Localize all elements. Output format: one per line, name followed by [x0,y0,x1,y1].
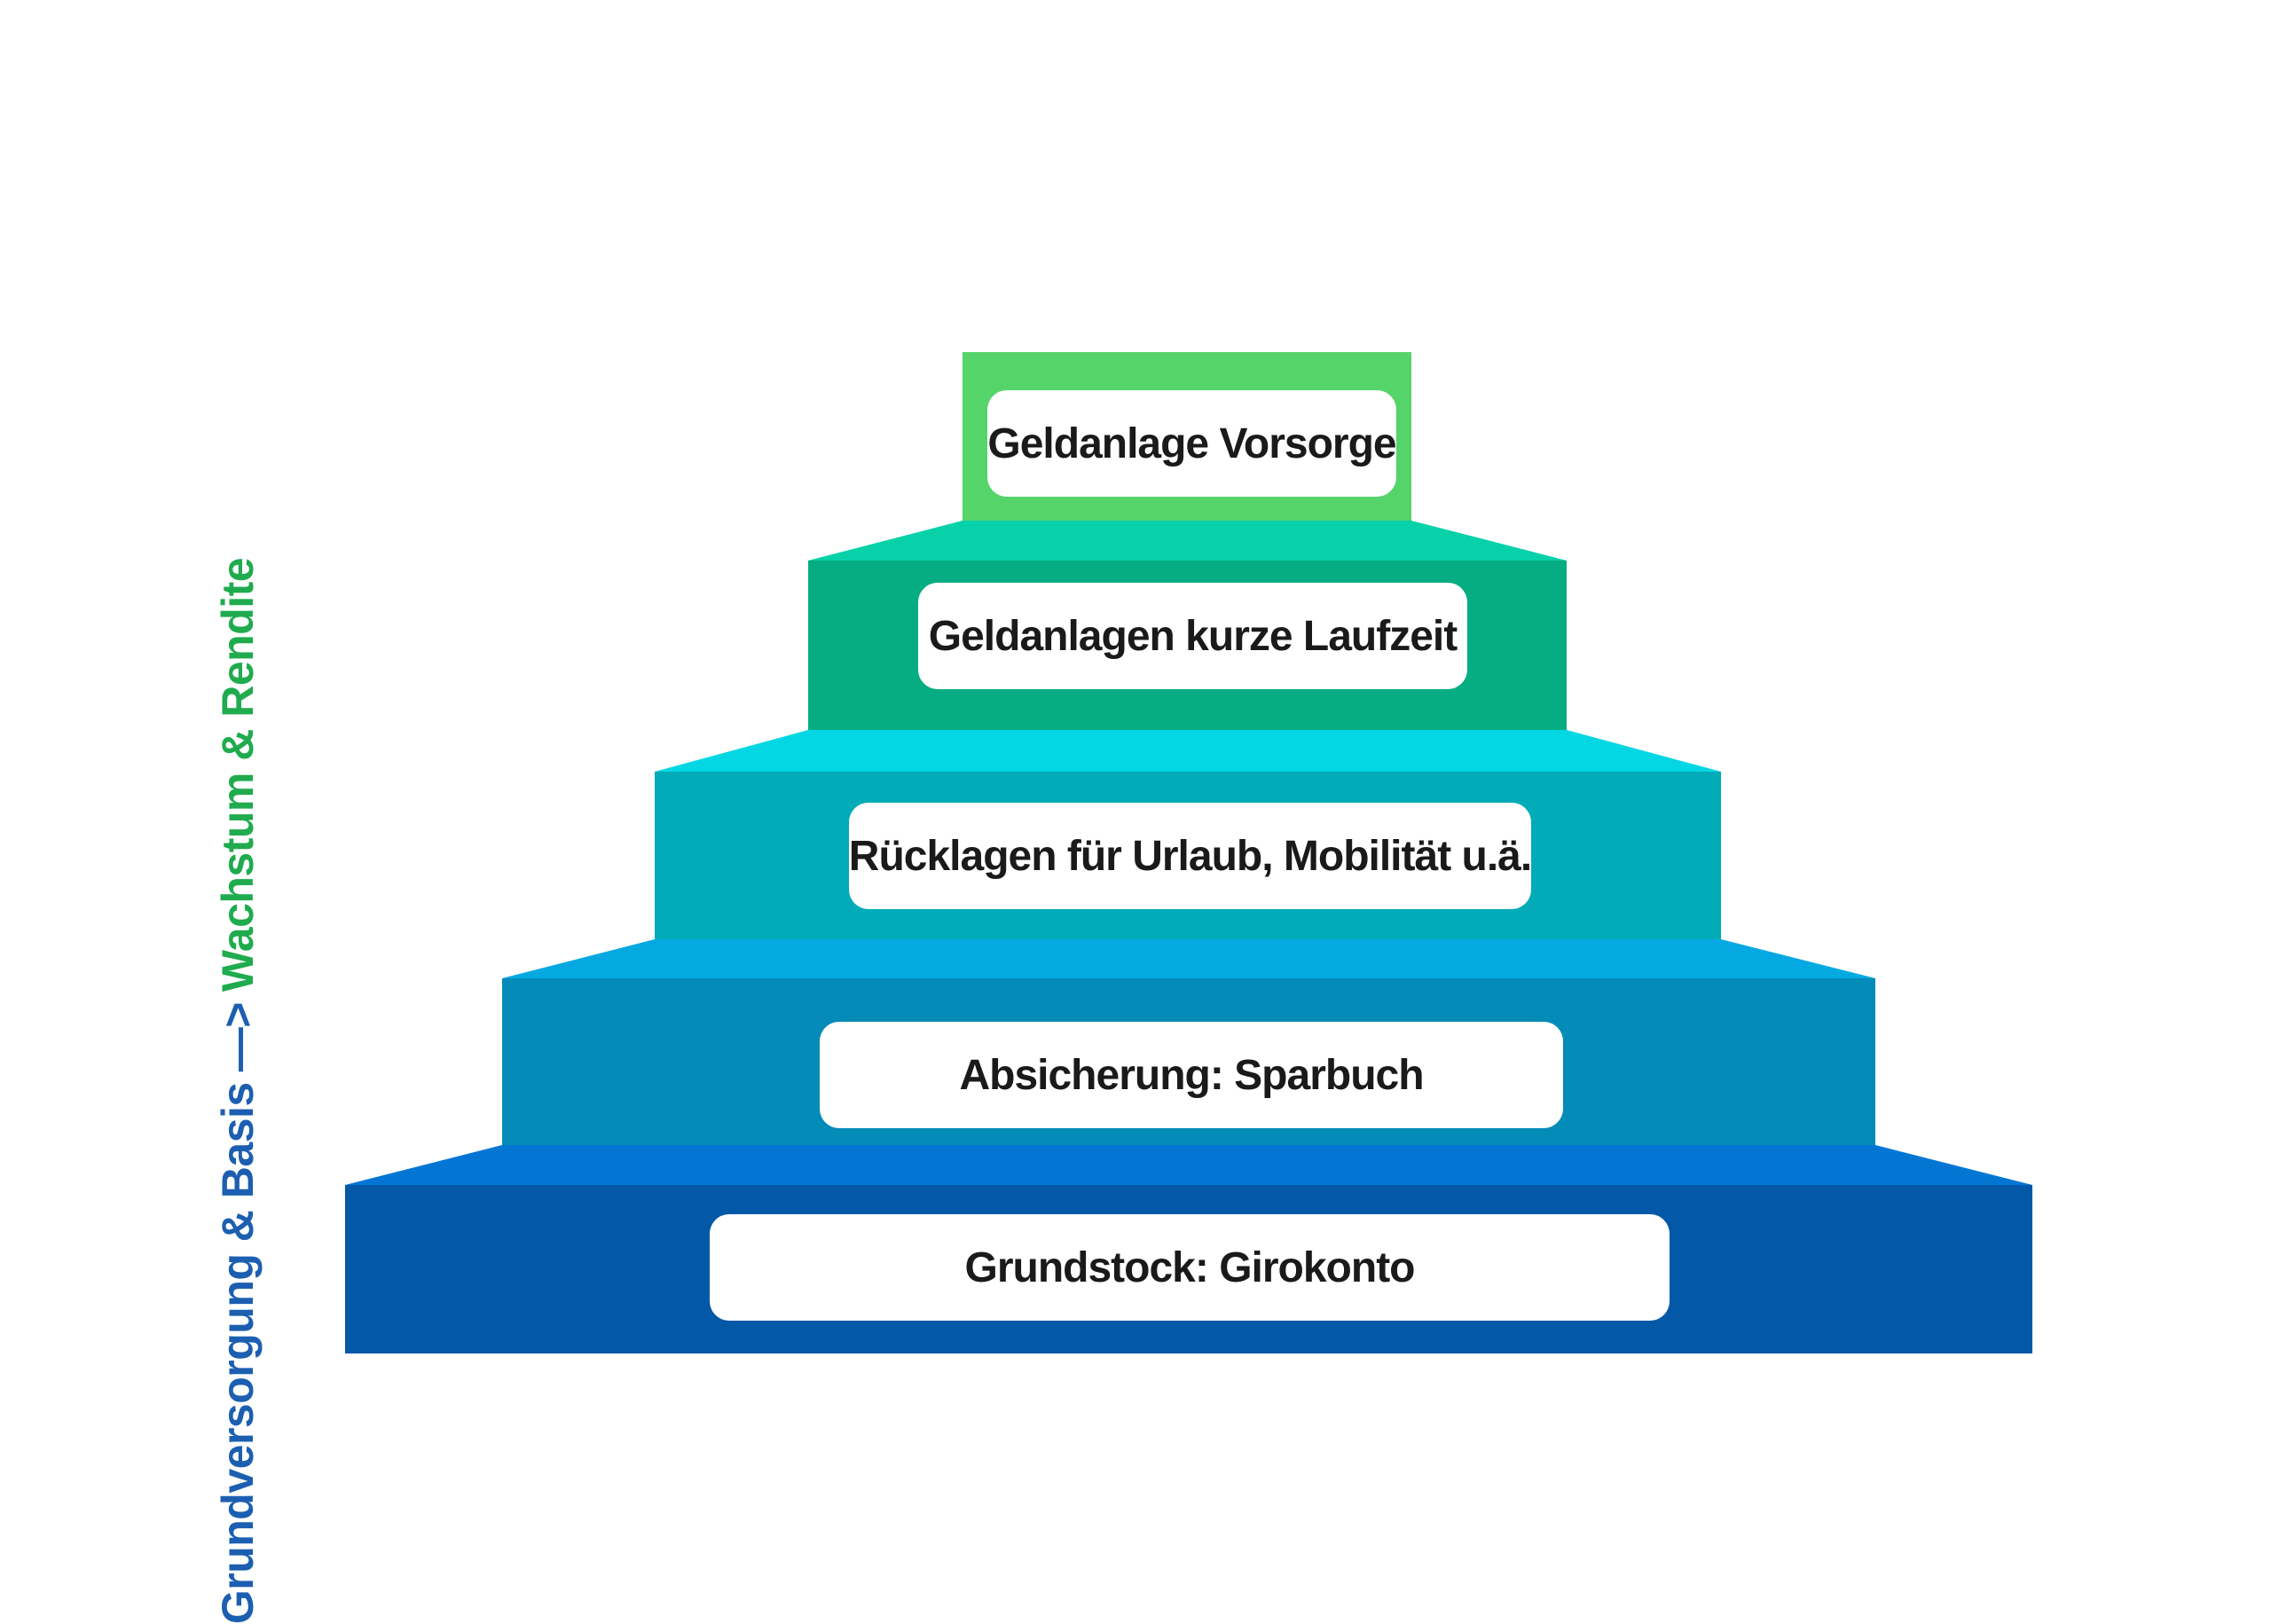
step-tread [808,521,1567,561]
side-axis-from: Grundversorgung & Basis [213,1082,263,1624]
side-axis-label: Grundversorgung & Basis —> Wachstum & Rend… [212,558,263,1624]
side-axis-arrow: —> [213,1002,263,1072]
step-tread [655,730,1721,772]
step-label-ruecklagen: Rücklagen für Urlaub, Mobilität u.ä. [849,803,1532,909]
step-label-absicherung: Absicherung: Sparbuch [820,1022,1563,1128]
step-label-grundstock: Grundstock: Girokonto [710,1214,1670,1321]
step-label-geldanlagen-kurze-laufzeit: Geldanlagen kurze Laufzeit [918,583,1467,689]
step-tread [345,1145,2032,1185]
side-axis-to: Wachstum & Rendite [213,557,263,992]
step-label-geldanlage-vorsorge: Geldanlage Vorsorge [987,390,1397,497]
step-tread [502,939,1875,978]
